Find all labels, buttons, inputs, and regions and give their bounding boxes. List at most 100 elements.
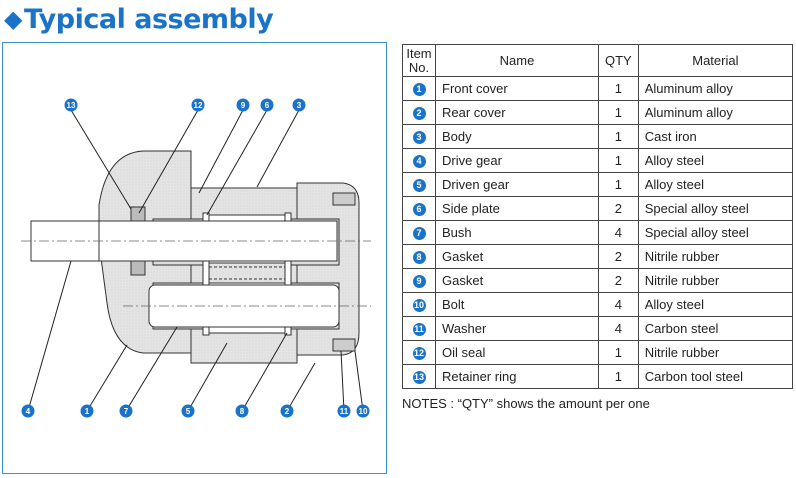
callouts-bottom: 4 1 7 5 8 2 11 10 — [21, 404, 370, 418]
part-name-cell: Side plate — [435, 196, 599, 221]
section-title-text: Typical assembly — [23, 3, 274, 35]
callouts-top: 13 12 9 6 3 — [64, 98, 306, 112]
callout-9: 9 — [236, 98, 250, 112]
callout-3: 3 — [292, 98, 306, 112]
part-name-cell: Oil seal — [435, 340, 599, 365]
item-number-badge: 9 — [412, 275, 426, 289]
material-cell: Alloy steel — [637, 172, 794, 197]
item-no-cell: 6 — [402, 196, 436, 221]
qty-cell: 1 — [598, 364, 639, 389]
svg-text:8: 8 — [240, 407, 245, 416]
part-name-cell: Drive gear — [435, 148, 599, 173]
part-name-cell: Body — [435, 124, 599, 149]
svg-text:13: 13 — [67, 101, 76, 110]
center-lines — [21, 240, 371, 307]
item-no-cell: 13 — [402, 364, 436, 389]
qty-cell: 4 — [598, 292, 639, 317]
part-name-cell: Washer — [435, 316, 599, 341]
qty-cell: 1 — [598, 124, 639, 149]
material-cell: Carbon tool steel — [637, 364, 794, 389]
svg-text:7: 7 — [124, 407, 129, 416]
material-cell: Special alloy steel — [637, 196, 794, 221]
pump-cross-section — [30, 150, 360, 364]
item-number-badge: 1 — [412, 83, 426, 97]
item-number-badge: 3 — [412, 131, 426, 145]
material-cell: Nitrile rubber — [637, 244, 794, 269]
item-no-cell: 12 — [402, 340, 436, 365]
qty-cell: 1 — [598, 148, 639, 173]
svg-text:6: 6 — [265, 101, 270, 110]
part-name-cell: Rear cover — [435, 100, 599, 125]
item-no-cell: 5 — [402, 172, 436, 197]
item-number-badge: 4 — [412, 155, 426, 169]
svg-text:4: 4 — [26, 407, 31, 416]
qty-cell: 1 — [598, 172, 639, 197]
diamond-icon: ◆ — [4, 5, 22, 33]
svg-text:9: 9 — [241, 101, 246, 110]
callout-7: 7 — [119, 404, 133, 418]
item-no-cell: 3 — [402, 124, 436, 149]
item-number-badge: 13 — [412, 371, 426, 385]
svg-text:2: 2 — [285, 407, 290, 416]
callout-10: 10 — [356, 404, 370, 418]
svg-text:10: 10 — [359, 407, 368, 416]
section-title: ◆ Typical assembly — [4, 2, 274, 36]
item-no-cell: 10 — [402, 292, 436, 317]
callout-4: 4 — [21, 404, 35, 418]
svg-text:3: 3 — [297, 101, 302, 110]
item-no-cell: 11 — [402, 316, 436, 341]
assembly-diagram: 13 12 9 6 3 4 1 7 5 8 2 11 10 — [2, 42, 387, 474]
qty-cell: 4 — [598, 316, 639, 341]
material-cell: Aluminum alloy — [637, 76, 794, 101]
qty-cell: 2 — [598, 244, 639, 269]
notes-text: NOTES : “QTY” shows the amount per one — [402, 396, 650, 411]
item-no-cell: 9 — [402, 268, 436, 293]
part-name-cell: Driven gear — [435, 172, 599, 197]
item-number-badge: 5 — [412, 179, 426, 193]
part-name-cell: Front cover — [435, 76, 599, 101]
header-qty: QTY — [598, 44, 639, 77]
material-cell: Carbon steel — [637, 316, 794, 341]
callout-2: 2 — [280, 404, 294, 418]
qty-cell: 4 — [598, 220, 639, 245]
svg-text:11: 11 — [340, 407, 349, 416]
item-number-badge: 10 — [412, 299, 426, 313]
part-name-cell: Retainer ring — [435, 364, 599, 389]
callout-5: 5 — [181, 404, 195, 418]
assembly-drawing: 13 12 9 6 3 4 1 7 5 8 2 11 10 — [21, 98, 371, 418]
leader-lines — [27, 109, 364, 412]
item-no-cell: 8 — [402, 244, 436, 269]
part-name-cell: Gasket — [435, 244, 599, 269]
part-name-cell: Bush — [435, 220, 599, 245]
svg-text:5: 5 — [186, 407, 191, 416]
part-name-cell: Bolt — [435, 292, 599, 317]
callout-6: 6 — [260, 98, 274, 112]
qty-cell: 1 — [598, 76, 639, 101]
svg-text:1: 1 — [85, 407, 90, 416]
callout-1: 1 — [80, 404, 94, 418]
item-no-cell: 2 — [402, 100, 436, 125]
item-no-cell: 1 — [402, 76, 436, 101]
material-cell: Nitrile rubber — [637, 268, 794, 293]
header-material: Material — [637, 44, 794, 77]
material-cell: Nitrile rubber — [637, 340, 794, 365]
material-cell: Special alloy steel — [637, 220, 794, 245]
qty-cell: 1 — [598, 100, 639, 125]
qty-cell: 1 — [598, 340, 639, 365]
item-number-badge: 12 — [412, 347, 426, 361]
svg-text:12: 12 — [194, 101, 203, 110]
